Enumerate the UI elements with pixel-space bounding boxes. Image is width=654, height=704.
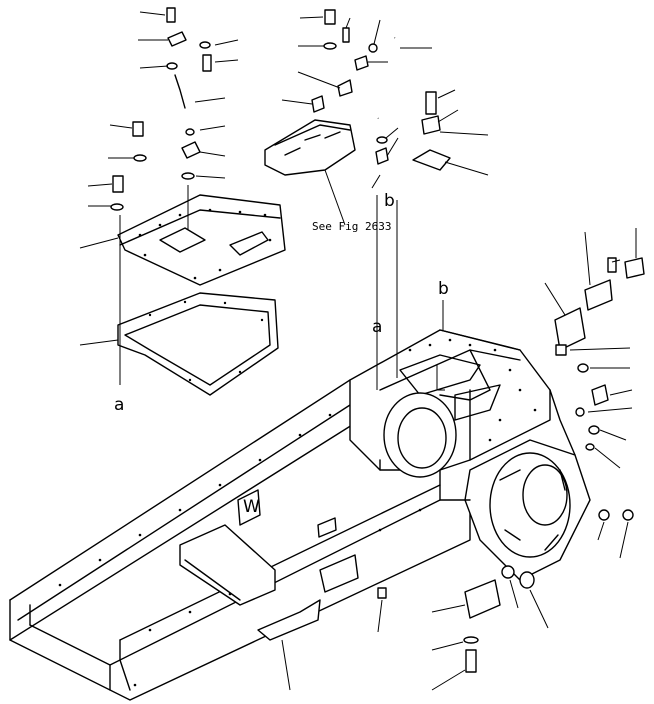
main-frame: W <box>9 329 591 701</box>
reference-connector-lines <box>119 185 445 391</box>
gasket <box>117 292 279 396</box>
see-fig-reference: See Fig 2633 <box>312 220 391 233</box>
marker-b-top: b <box>438 279 449 299</box>
marker-a-bottom: a <box>114 395 124 415</box>
marker-a-top: a <box>372 317 382 337</box>
control-valve-assembly <box>264 119 356 176</box>
frame-bolt-dots <box>58 338 537 687</box>
marker-b-bottom: b <box>384 191 395 211</box>
frame-emblem-text: W <box>243 497 260 517</box>
top-cover-plate <box>117 194 286 286</box>
leader-lines <box>79 11 637 691</box>
hardware-parts <box>110 7 645 673</box>
